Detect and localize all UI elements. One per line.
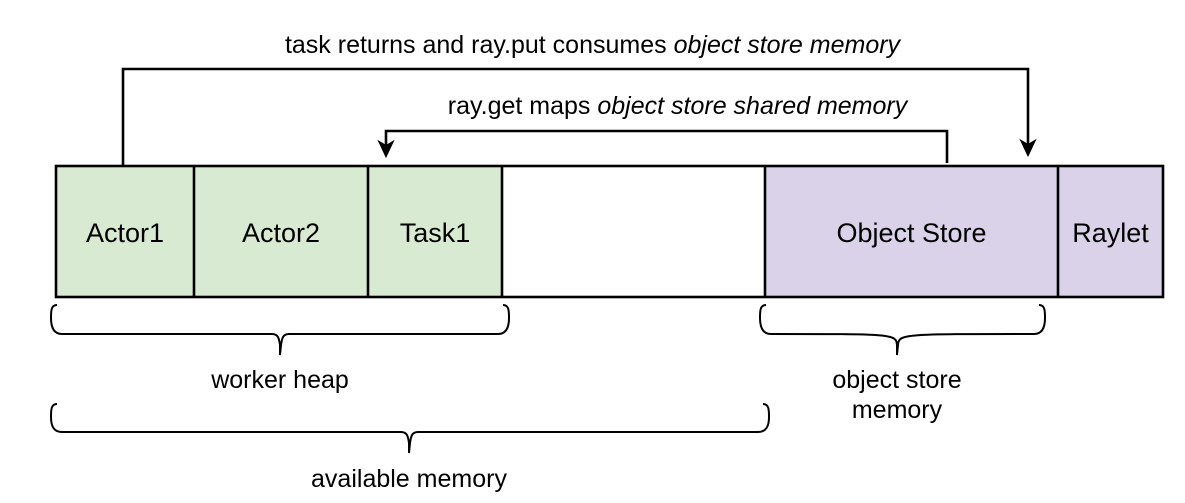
object-store-brace-label-line2: memory [851,395,943,424]
task-returns-annotation-italic: object store memory [673,31,901,59]
available-memory-brace-shape [49,403,771,454]
task-returns-annotation-label: task returns and ray.put consumes object… [0,31,1185,61]
memory-bar-segment-actor2-label: Actor2 [241,218,321,248]
object-store-brace-shape [758,304,1047,356]
memory-bar-segment-task1[interactable]: Task1 [368,218,502,250]
memory-bar-segment-raylet[interactable]: Raylet [1058,218,1163,250]
memory-bar-segment-object-store-label: Object Store [836,218,987,248]
memory-bar-segment-task1-label: Task1 [399,218,471,248]
ray-get-annotation-italic: object store shared memory [597,92,908,120]
ray-get-annotation-label: ray.get maps object store shared memory [170,92,1185,122]
worker-heap-brace-label: worker heap [211,366,349,394]
task-returns-connector [121,67,1037,165]
memory-bar-segment-raylet-label: Raylet [1072,218,1149,248]
memory-bar-segment-actor2[interactable]: Actor2 [194,218,368,250]
worker-heap-brace-shape [49,304,511,356]
memory-bar-segment-object-store[interactable]: Object Store [765,218,1058,250]
memory-bar-shapes [54,164,1165,299]
memory-bar-segment-actor1[interactable]: Actor1 [56,218,194,250]
ray-get-annotation-plain: ray.get maps [447,92,598,120]
object-store-brace-label-line1: object store [832,366,962,394]
available-memory-brace-label: available memory [311,465,507,493]
task-returns-annotation-plain: task returns and ray.put consumes [284,31,674,59]
ray-get-connector [377,129,949,163]
memory-bar-segment-actor1-label: Actor1 [85,218,165,248]
